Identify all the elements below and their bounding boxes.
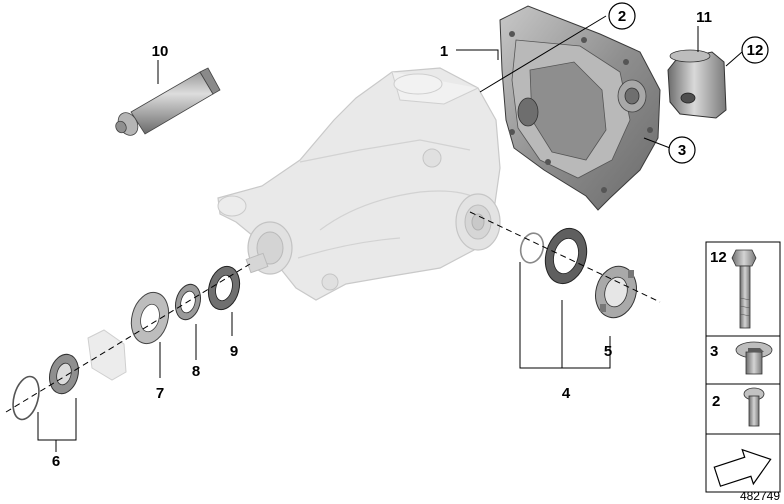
callout-9: 9 [230,343,238,360]
callout-7: 7 [156,385,164,402]
plug-screw [735,341,773,375]
callout-3-circle [668,136,696,164]
callout-labels: 1 2 3 4 5 6 7 8 9 10 11 12 [52,2,769,470]
fastener-label-3: 3 [710,343,718,360]
fastener-label-12: 12 [710,249,727,266]
callout-3: 3 [678,142,686,159]
callout-1: 1 [440,43,448,60]
callout-6: 6 [52,453,60,470]
assembly-axis-lines [5,211,661,413]
left-bearing-ghost [87,329,127,381]
fastener-label-2: 2 [712,393,720,410]
right-o-ring [519,232,545,264]
rear-cover [499,5,661,211]
right-shaft-seal [544,227,588,285]
leader-lines [37,15,743,452]
left-o-ring-6 [12,375,40,421]
diagram-reference-number: 482749 [740,489,780,503]
fastener-panel: 12 3 2 [705,241,781,493]
callout-5: 5 [604,343,612,360]
left-seal-9 [207,265,241,311]
rubber-mount [667,49,727,119]
callout-4: 4 [562,385,571,402]
callout-11: 11 [696,9,712,26]
callout-10: 10 [152,43,169,60]
callout-8: 8 [192,363,200,380]
left-spacer-7 [130,291,170,345]
short-bolt [743,387,765,427]
grease-tube [115,67,221,136]
left-flange-6 [49,353,79,395]
long-bolt [731,249,757,329]
right-flange-nut [595,265,637,319]
callout-2-circle [608,2,636,30]
callout-12-circle [741,36,769,64]
callout-2: 2 [618,8,626,25]
differential-housing [217,67,501,301]
callout-12: 12 [747,42,764,59]
direction-arrow-icon [713,448,772,487]
